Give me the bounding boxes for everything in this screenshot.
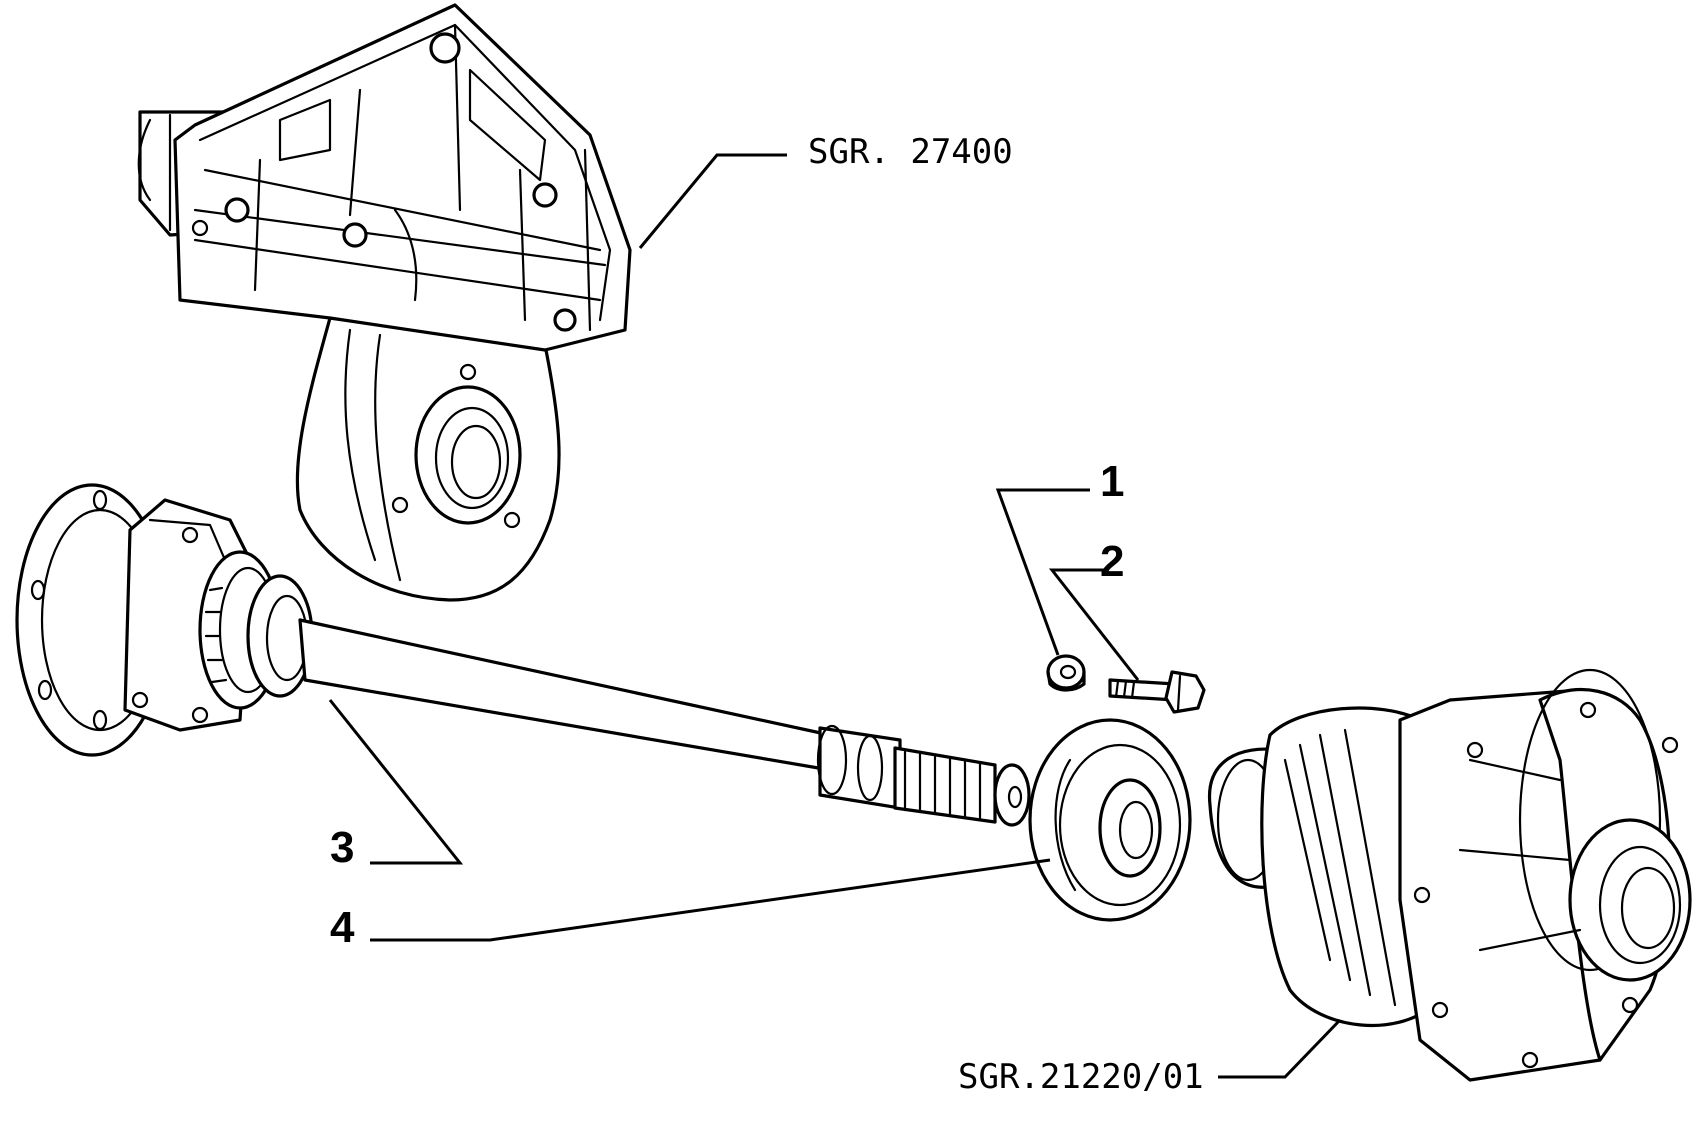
bolt [1108, 670, 1206, 714]
leader-sgr-27400 [638, 153, 787, 249]
washer [1046, 654, 1086, 692]
leader-item-3 [328, 699, 464, 865]
label-item-2: 2 [1100, 537, 1124, 586]
label-sgr-21220-01: SGR.21220/01 [958, 1057, 1204, 1097]
label-sgr-27400: SGR. 27400 [808, 132, 1013, 172]
label-item-4: 4 [330, 903, 355, 952]
leader-item-4 [370, 858, 1051, 942]
leader-item-2 [1048, 568, 1140, 681]
leader-item-1 [995, 488, 1090, 656]
hub-flange [15, 483, 314, 757]
differential-housing [1207, 668, 1692, 1082]
label-item-1: 1 [1100, 457, 1124, 506]
leader-lines [328, 153, 1342, 1079]
leader-sgr-21220 [1218, 1018, 1342, 1079]
axle-shaft [298, 618, 1031, 827]
label-item-3: 3 [330, 823, 354, 872]
support-bracket [137, 3, 632, 602]
oil-seal [1028, 718, 1192, 922]
